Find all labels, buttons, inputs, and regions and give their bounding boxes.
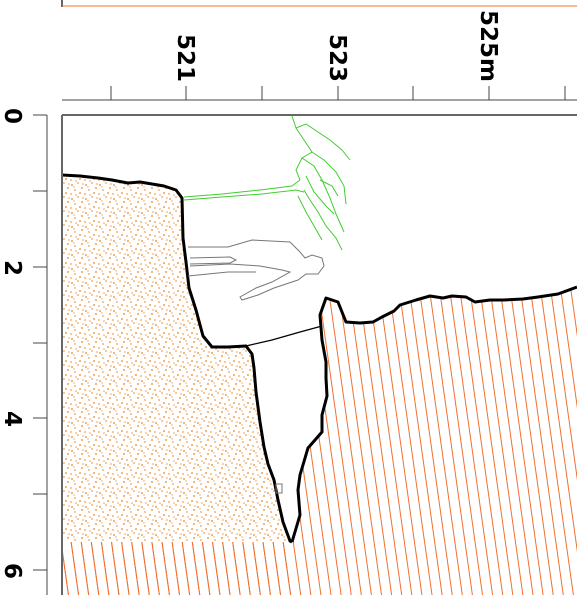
ground-profile-right bbox=[290, 285, 577, 543]
left-axis-label: 6 bbox=[0, 563, 25, 579]
ledge-line bbox=[245, 325, 323, 347]
top-axis-label: 523 bbox=[324, 34, 350, 82]
left-axis-label: 0 bbox=[0, 108, 25, 124]
top-axis-label: 525m bbox=[475, 10, 501, 82]
ground-profile bbox=[62, 173, 293, 544]
left-axis-label: 4 bbox=[0, 411, 25, 427]
top-axis: 521 523 525m bbox=[62, 10, 577, 101]
hatched-bedrock-lower bbox=[62, 542, 292, 595]
top-axis-label: 521 bbox=[172, 34, 198, 82]
stippled-sediment bbox=[62, 175, 292, 542]
person-sketch bbox=[187, 239, 325, 301]
left-axis-label: 2 bbox=[0, 260, 25, 276]
plot-frame bbox=[61, 114, 577, 595]
upper-frame-remnant bbox=[61, 0, 577, 7]
stake-marker bbox=[275, 483, 283, 494]
hatched-bedrock bbox=[62, 287, 577, 595]
left-axis: 0 2 4 6 bbox=[0, 108, 48, 595]
tree-sketch bbox=[183, 115, 351, 251]
